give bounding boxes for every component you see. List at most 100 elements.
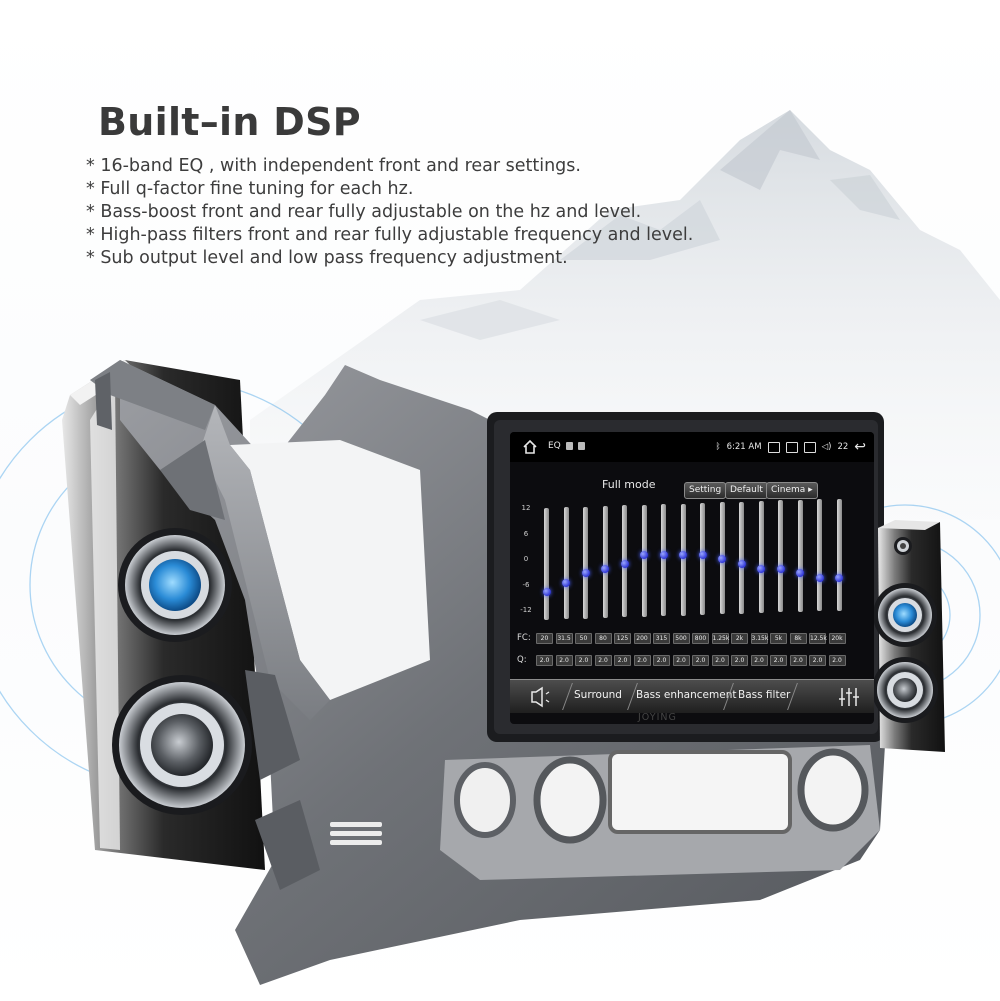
left-woofer: [112, 675, 252, 815]
q-value-cell[interactable]: 2.0: [536, 655, 553, 666]
feature-item: * Full q-factor fine tuning for each hz.: [86, 179, 414, 199]
feature-item: * Bass-boost front and rear fully adjust…: [86, 202, 642, 222]
back-icon[interactable]: ↩: [854, 439, 866, 455]
eq-band-knob[interactable]: [698, 550, 707, 559]
tab-bass-enhancement[interactable]: Bass enhancement: [636, 689, 737, 701]
equalizer-icon[interactable]: [834, 685, 864, 709]
right-tweeter: [873, 583, 937, 647]
status-right: ᛒ 6:21 AM ◁) 22 ↩: [716, 439, 866, 455]
app-title: EQ: [548, 441, 561, 451]
eq-band-slider[interactable]: [680, 503, 686, 616]
eq-band-knob[interactable]: [757, 564, 765, 573]
eq-band-slider[interactable]: [817, 499, 822, 612]
q-value-cell[interactable]: 2.0: [731, 655, 748, 666]
eq-band-knob[interactable]: [796, 569, 804, 578]
fc-value-cell[interactable]: 125: [614, 633, 631, 644]
fc-value-cell[interactable]: 20k: [828, 633, 846, 644]
air-vent: [330, 822, 382, 845]
tab-surround[interactable]: Surround: [574, 689, 622, 701]
eq-band-slider[interactable]: [778, 500, 783, 613]
q-value-cell[interactable]: 2.0: [770, 655, 787, 666]
q-value-cell[interactable]: 2.0: [555, 655, 573, 666]
fc-value-cell[interactable]: 1.25k: [711, 633, 730, 644]
q-value-cell[interactable]: 2.0: [633, 655, 651, 666]
right-small-tweeter: [894, 537, 912, 555]
eq-band-knob[interactable]: [620, 560, 629, 568]
eq-sliders: [538, 498, 868, 626]
q-value-cell[interactable]: 2.0: [711, 655, 729, 666]
fc-value-cell[interactable]: 3.15k: [750, 633, 769, 644]
eq-band-knob[interactable]: [737, 560, 746, 568]
eq-band-knob[interactable]: [679, 550, 687, 559]
speaker-icon[interactable]: [518, 686, 562, 708]
eq-band-knob[interactable]: [835, 574, 843, 582]
q-value-cell[interactable]: 2.0: [653, 655, 670, 666]
screenshot-icon[interactable]: [767, 441, 780, 453]
q-value-cell[interactable]: 2.0: [692, 655, 709, 666]
tab-bass-filter[interactable]: Bass filter: [738, 689, 791, 701]
eq-band-slider[interactable]: [739, 501, 744, 614]
eq-band-slider[interactable]: [602, 506, 608, 619]
fc-value-cell[interactable]: 800: [692, 633, 709, 644]
fc-value-cell[interactable]: 5k: [770, 633, 787, 644]
eq-band-knob[interactable]: [776, 564, 785, 573]
eq-band-knob[interactable]: [718, 555, 726, 564]
eq-band-slider[interactable]: [758, 501, 764, 614]
eq-band-knob[interactable]: [815, 574, 824, 582]
media-icon: [566, 442, 573, 450]
fc-value-cell[interactable]: 8k: [789, 633, 807, 644]
fc-value-cell[interactable]: 80: [594, 633, 612, 644]
eq-band-slider[interactable]: [583, 506, 588, 619]
eq-band-slider[interactable]: [563, 507, 569, 620]
setting-button[interactable]: Setting: [684, 482, 727, 499]
default-button[interactable]: Default: [725, 482, 768, 499]
fc-value-cell[interactable]: 20: [536, 633, 553, 644]
q-value-cell[interactable]: 2.0: [614, 655, 631, 666]
eq-band-slider[interactable]: [836, 498, 842, 611]
volume-icon[interactable]: ◁): [821, 442, 832, 452]
eq-scale-label: 6: [523, 529, 529, 538]
close-app-icon[interactable]: [785, 441, 798, 453]
volume-level: 22: [837, 442, 849, 452]
eq-mode-label: Full mode: [602, 478, 656, 491]
fc-value-cell[interactable]: 315: [653, 633, 670, 644]
eq-band-slider[interactable]: [797, 499, 803, 612]
clock: 6:21 AM: [726, 442, 762, 452]
q-value-cell[interactable]: 2.0: [809, 655, 826, 666]
fc-value-cell[interactable]: 200: [633, 633, 651, 644]
cinema-button[interactable]: Cinema ▸: [766, 482, 818, 499]
bluetooth-icon: ᛒ: [715, 442, 721, 452]
eq-band-slider[interactable]: [544, 508, 549, 620]
head-unit-screen: EQ ᛒ 6:21 AM ◁) 22 ↩ Full mode Setting D…: [510, 432, 874, 724]
page-title: Built–in DSP: [98, 100, 361, 144]
brand-logo: JOYING: [638, 712, 677, 723]
eq-band-slider[interactable]: [700, 502, 705, 615]
window-icon[interactable]: [803, 441, 816, 453]
fc-value-cell[interactable]: 2k: [731, 633, 748, 644]
eq-band-knob[interactable]: [581, 569, 590, 578]
left-tweeter: [118, 528, 232, 642]
q-value-cell[interactable]: 2.0: [828, 655, 846, 666]
eq-band-knob[interactable]: [562, 578, 570, 587]
tab-divider: [562, 683, 573, 710]
fc-value-cell[interactable]: 31.5: [555, 633, 573, 644]
q-value-cell[interactable]: 2.0: [575, 655, 592, 666]
eq-band-slider[interactable]: [661, 504, 666, 617]
q-value-cell[interactable]: 2.0: [594, 655, 612, 666]
fc-value-cell[interactable]: 500: [672, 633, 690, 644]
q-value-cell[interactable]: 2.0: [789, 655, 807, 666]
eq-band-knob[interactable]: [640, 550, 648, 559]
right-woofer: [872, 657, 938, 723]
eq-band-knob[interactable]: [542, 588, 551, 596]
fc-value-cell[interactable]: 12.5k: [809, 633, 827, 644]
eq-band-slider[interactable]: [641, 504, 647, 617]
home-icon[interactable]: [522, 439, 538, 455]
q-value-cell[interactable]: 2.0: [672, 655, 690, 666]
fc-value-cell[interactable]: 50: [575, 633, 592, 644]
eq-scale-label: -6: [522, 580, 530, 589]
eq-band-knob[interactable]: [601, 564, 609, 573]
status-bar: EQ ᛒ 6:21 AM ◁) 22 ↩: [510, 432, 874, 462]
q-row-label: Q:: [517, 655, 527, 665]
eq-band-knob[interactable]: [659, 550, 668, 559]
q-value-cell[interactable]: 2.0: [750, 655, 768, 666]
